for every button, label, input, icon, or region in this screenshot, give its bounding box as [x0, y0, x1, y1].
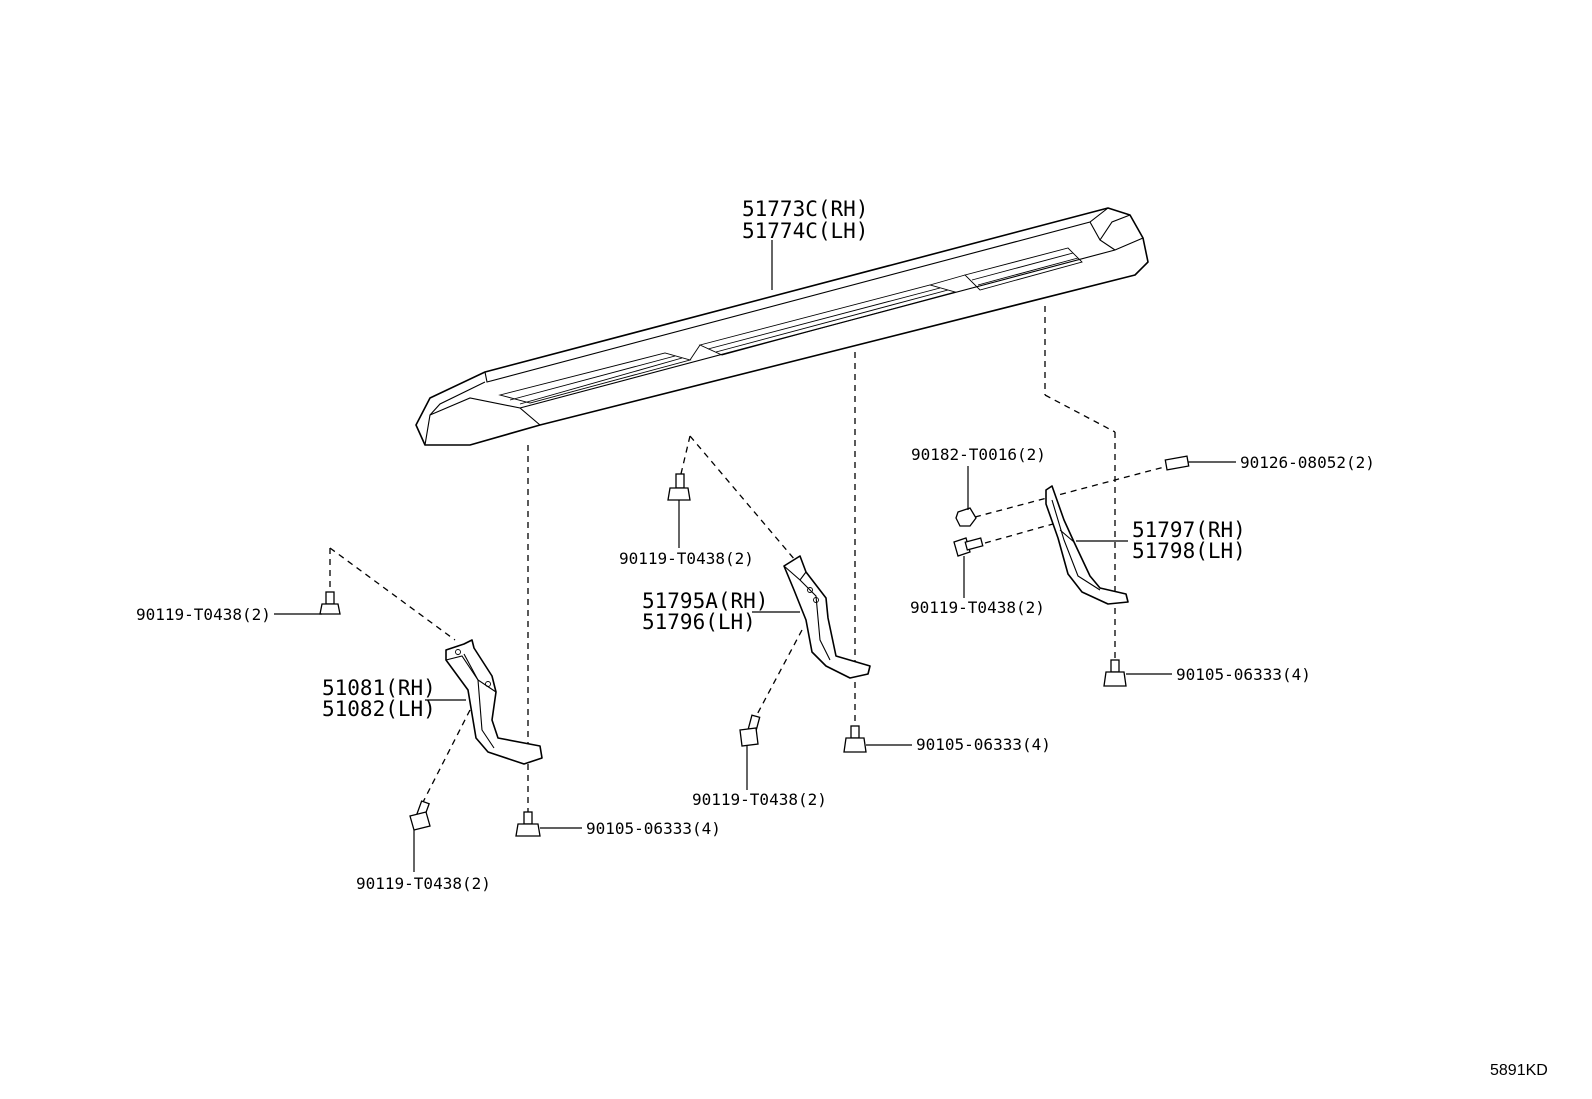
nut-rear-icon	[955, 507, 977, 527]
stud-rear-icon	[1164, 455, 1190, 471]
bolt-rear-board-icon	[1103, 659, 1127, 687]
center-bracket-label-lh: 51796(LH)	[642, 610, 756, 634]
illustration-code: 5891KD	[1490, 1062, 1548, 1079]
bolt-center-bottom-icon	[739, 714, 761, 747]
bolt-center-board-label: 90105-06333(4)	[916, 735, 1051, 754]
stud-rear-label: 90126-08052(2)	[1240, 453, 1375, 472]
bolt-center-board-icon	[843, 725, 867, 753]
nut-rear-label: 90182-T0016(2)	[911, 445, 1046, 464]
bolt-center-top-icon	[667, 473, 691, 501]
front-bracket-part-label: 51081(RH) 51082(LH)	[322, 676, 436, 721]
center-bracket	[783, 555, 871, 679]
bolt-center-top-label: 90119-T0438(2)	[619, 549, 754, 568]
center-bracket-part-label: 51795A(RH) 51796(LH)	[642, 589, 768, 634]
front-bracket	[445, 639, 543, 765]
board-label-rh: 51773C(RH)	[742, 197, 868, 221]
bolt-front-top-label: 90119-T0438(2)	[136, 605, 271, 624]
front-bracket-label-lh: 51082(LH)	[322, 697, 436, 721]
leader-lines	[274, 240, 1236, 872]
bolt-front-bottom-label: 90119-T0438(2)	[356, 874, 491, 893]
center-bracket-label-rh: 51795A(RH)	[642, 589, 768, 613]
board-part-label: 51773C(RH) 51774C(LH)	[742, 197, 868, 243]
rear-bracket-label-rh: 51797(RH)	[1132, 518, 1246, 542]
front-bracket-label-rh: 51081(RH)	[322, 676, 436, 700]
bolt-front-board-label: 90105-06333(4)	[586, 819, 721, 838]
bolt-rear-side-icon	[953, 537, 984, 557]
bolt-rear-board-label: 90105-06333(4)	[1176, 665, 1311, 684]
bolt-front-top-icon	[319, 591, 341, 615]
rear-bracket-label-lh: 51798(LH)	[1132, 539, 1246, 563]
bolt-rear-side-label: 90119-T0438(2)	[910, 598, 1045, 617]
board-label-lh: 51774C(LH)	[742, 219, 868, 243]
rear-bracket-part-label: 51797(RH) 51798(LH)	[1132, 518, 1246, 563]
rear-bracket	[1045, 485, 1129, 605]
running-board	[415, 207, 1149, 446]
bolt-front-board-icon	[515, 811, 541, 837]
bolt-front-bottom-icon	[409, 800, 431, 831]
bolt-center-bottom-label: 90119-T0438(2)	[692, 790, 827, 809]
